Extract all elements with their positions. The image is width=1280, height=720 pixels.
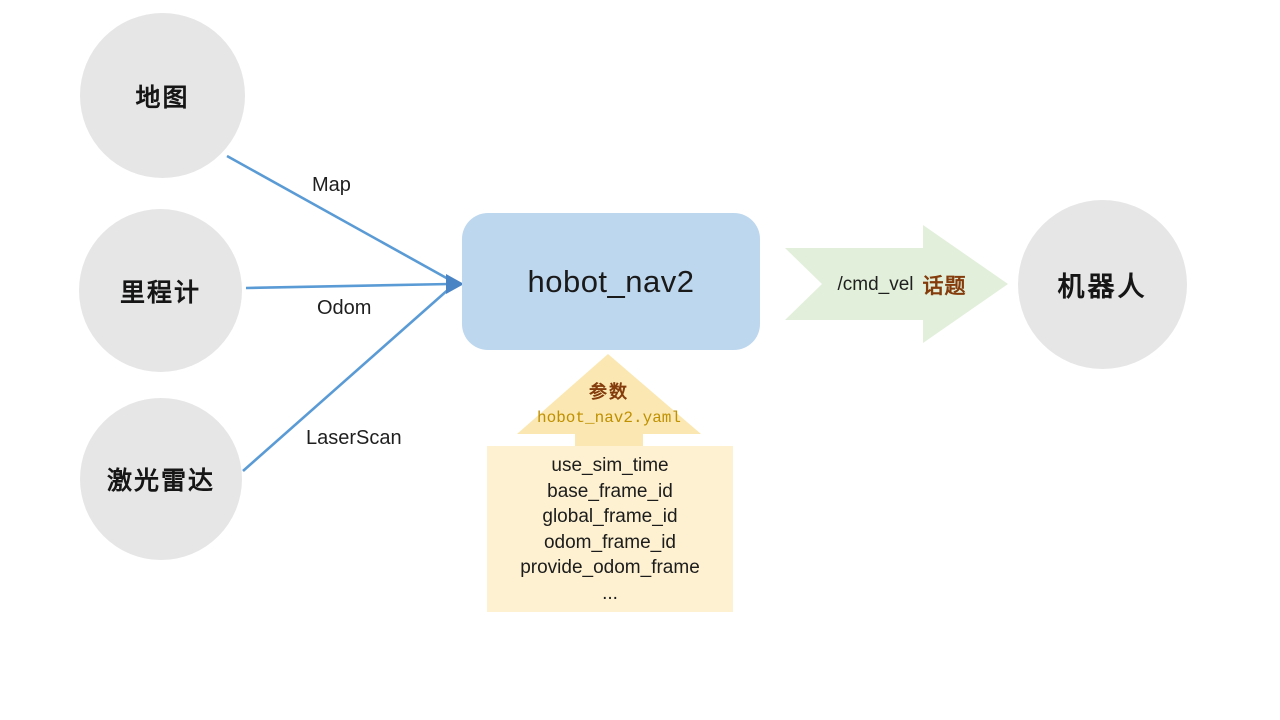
node-lidar-label: 激光雷达: [106, 468, 215, 495]
node-robot: 机器人: [1018, 200, 1187, 369]
node-lidar: 激光雷达: [80, 398, 242, 560]
cmdvel-arrow-shape: [785, 225, 1008, 343]
param-item: odom_frame_id: [543, 531, 677, 553]
param-arrow-shape: [517, 354, 701, 447]
cmdvel-arrow-label: /cmd_vel 话题: [837, 270, 966, 300]
param-item: base_frame_id: [547, 480, 673, 502]
param-item: provide_odom_frame: [520, 557, 700, 579]
edge-laserscan-line: [242, 287, 451, 472]
cmdvel-topic-text: /cmd_vel: [837, 274, 914, 295]
edge-arrowhead-icon: [446, 274, 464, 294]
node-hobot-nav2: hobot_nav2: [462, 213, 760, 350]
node-odometer-label: 里程计: [119, 279, 201, 307]
edge-map-label: Map: [312, 174, 351, 196]
param-item: use_sim_time: [551, 455, 669, 476]
edge-odom-label: Odom: [317, 297, 372, 319]
node-robot-label: 机器人: [1057, 272, 1148, 302]
node-hobot-nav2-label: hobot_nav2: [527, 263, 695, 299]
node-map: 地图: [80, 13, 245, 178]
param-item: global_frame_id: [542, 506, 678, 528]
cmdvel-suffix-text: 话题: [922, 274, 967, 298]
param-arrow-title: 参数: [589, 382, 629, 402]
node-map-label: 地图: [135, 84, 190, 112]
edge-map-line: [226, 154, 451, 282]
param-item: ...: [602, 582, 618, 604]
param-list-box: use_sim_time base_frame_id global_frame_…: [487, 446, 733, 612]
node-odometer: 里程计: [79, 209, 242, 372]
param-yaml-filename: hobot_nav2.yaml: [536, 409, 682, 427]
edge-odom-line: [245, 282, 451, 290]
edge-laserscan-label: LaserScan: [306, 427, 402, 449]
